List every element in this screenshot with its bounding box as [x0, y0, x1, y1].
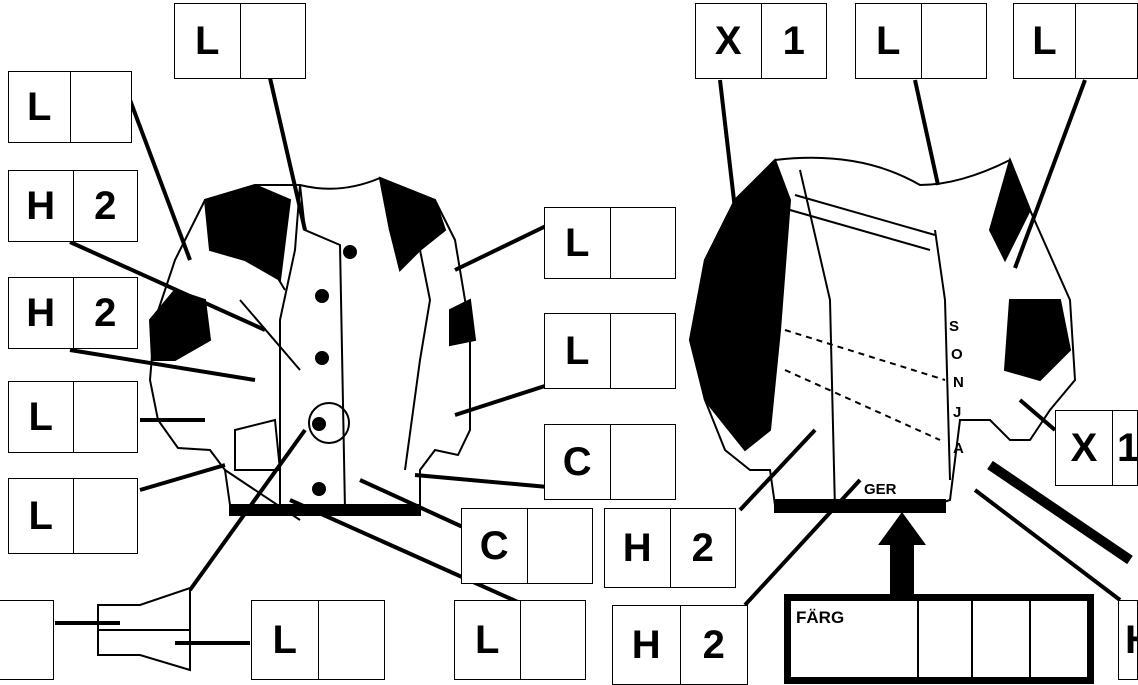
- label-box-cut-left: [0, 600, 54, 680]
- label-letter: L: [455, 601, 520, 679]
- button-1: [344, 246, 356, 258]
- label-box-l-left-2: L: [8, 381, 138, 453]
- label-number: [240, 4, 306, 78]
- back-name-letter: O: [951, 346, 963, 363]
- label-box-h-cut-right: H: [1118, 600, 1138, 680]
- button-detail-icon: [98, 588, 190, 670]
- back-name-letter: A: [953, 440, 964, 457]
- label-number: 1: [1112, 411, 1138, 485]
- back-right-elbow-patch: [1005, 300, 1070, 380]
- label-letter: L: [9, 382, 73, 452]
- button-4: [313, 418, 325, 430]
- label-number: [70, 72, 132, 142]
- back-name-letter: J: [953, 404, 961, 421]
- label-number: [520, 601, 586, 679]
- label-number: 2: [73, 171, 138, 241]
- label-box-h2-left-1: H 2: [8, 170, 138, 242]
- label-letter: H: [1119, 601, 1138, 679]
- label-box-h2-bottom-2: H 2: [612, 605, 748, 685]
- button-3: [316, 352, 328, 364]
- label-number: [73, 382, 138, 452]
- label-box-l-bottom-1: L: [251, 600, 385, 680]
- label-letter: X: [1056, 411, 1112, 485]
- country-code: GER: [864, 481, 897, 498]
- label-letter: L: [1014, 4, 1075, 78]
- label-number: [610, 425, 676, 499]
- label-box-c-bottom-center: C: [461, 508, 593, 584]
- label-letter: L: [545, 208, 610, 278]
- left-shoulder-patch: [205, 185, 290, 280]
- back-name-letter: S: [949, 318, 959, 335]
- label-letter: L: [9, 72, 70, 142]
- label-box-x1-right: X 1: [1055, 410, 1138, 486]
- label-letter: C: [462, 509, 527, 583]
- label-number: [610, 208, 676, 278]
- button-2: [316, 290, 328, 302]
- label-letter: H: [9, 171, 73, 241]
- label-letter: C: [545, 425, 610, 499]
- label-letter: L: [9, 479, 73, 553]
- label-number: 2: [670, 509, 736, 587]
- label-number: 1: [761, 4, 827, 78]
- label-number: [318, 601, 385, 679]
- label-box-l-top-center: L: [174, 3, 306, 79]
- label-box-x1-top: X 1: [695, 3, 827, 79]
- back-name-letter: N: [953, 374, 964, 391]
- label-letter: H: [605, 509, 670, 587]
- color-table-divider: [917, 601, 919, 677]
- label-box-l-front-right-1: L: [544, 207, 676, 279]
- label-box-c-front-right: C: [544, 424, 676, 500]
- label-box-l-left-3: L: [8, 478, 138, 554]
- label-box-h2-bottom-center: H 2: [604, 508, 736, 588]
- label-number: 2: [680, 606, 748, 684]
- label-box-l-left-1: L: [8, 71, 132, 143]
- label-number: [610, 314, 676, 388]
- label-letter: X: [696, 4, 761, 78]
- label-letter: L: [856, 4, 921, 78]
- label-number: [1075, 4, 1137, 78]
- label-box-l-back-top-1: L: [855, 3, 987, 79]
- label-box-l-bottom-2: L: [454, 600, 586, 680]
- label-letter: H: [613, 606, 680, 684]
- color-table-divider: [1029, 601, 1031, 677]
- right-elbow-patch: [450, 300, 475, 345]
- label-box-l-back-top-2: L: [1013, 3, 1138, 79]
- label-letter: L: [175, 4, 240, 78]
- label-letter: L: [545, 314, 610, 388]
- label-number: 2: [73, 278, 138, 348]
- right-shoulder-patch: [380, 178, 445, 270]
- color-label: FÄRG: [796, 608, 844, 628]
- label-number: [527, 509, 593, 583]
- label-letter: H: [9, 278, 73, 348]
- color-table-divider: [971, 601, 973, 677]
- button-5: [313, 483, 325, 495]
- back-left-sleeve-patch: [690, 160, 790, 450]
- label-number: [921, 4, 987, 78]
- label-box-l-front-right-2: L: [544, 313, 676, 389]
- label-box-h2-left-2: H 2: [8, 277, 138, 349]
- label-number: [73, 479, 138, 553]
- label-letter: L: [252, 601, 318, 679]
